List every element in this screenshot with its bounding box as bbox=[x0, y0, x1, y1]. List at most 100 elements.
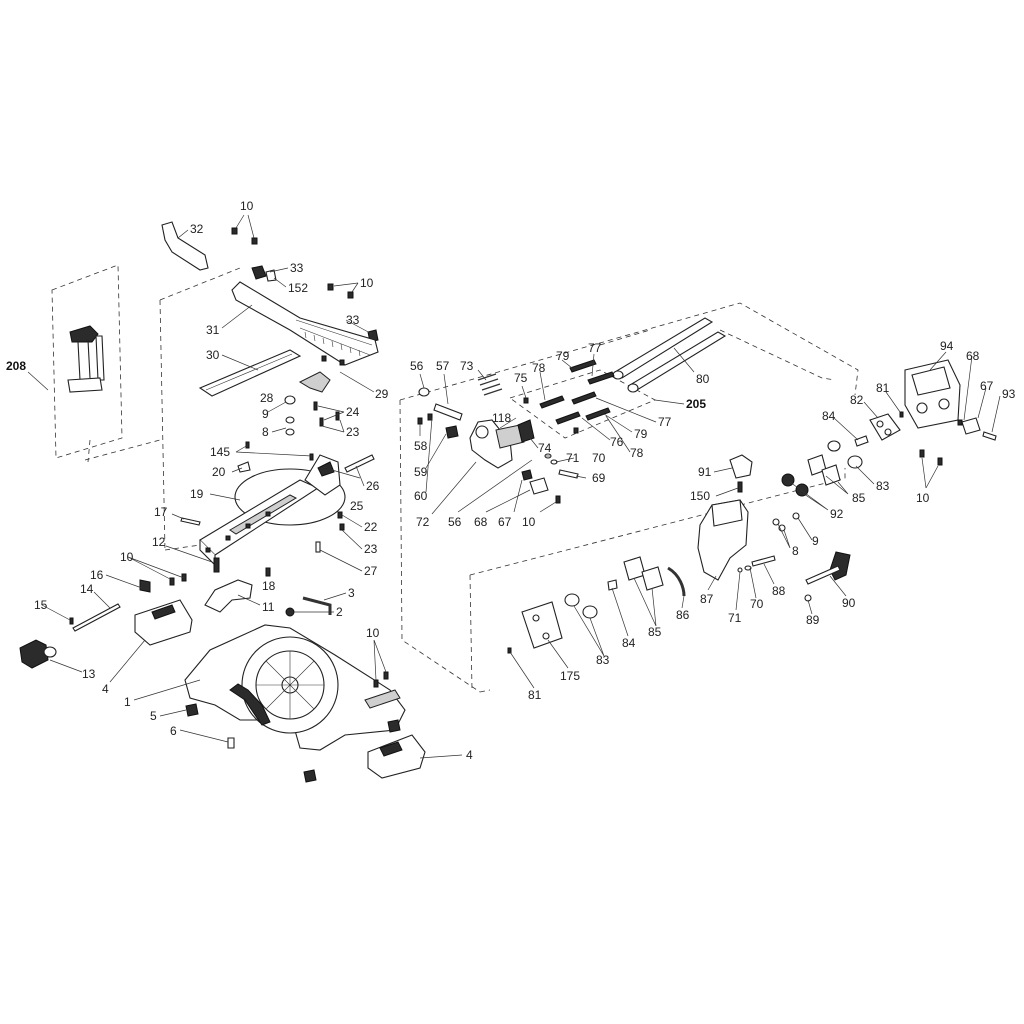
label-16: 16 bbox=[90, 568, 104, 582]
label-152: 152 bbox=[288, 281, 308, 295]
label-77a: 77 bbox=[588, 341, 602, 355]
label-25: 25 bbox=[350, 499, 364, 513]
label-13: 13 bbox=[82, 667, 96, 681]
extension-foot-4-right bbox=[367, 734, 426, 779]
label-23a: 23 bbox=[346, 425, 360, 439]
knob-13 bbox=[19, 639, 49, 669]
label-19: 19 bbox=[190, 487, 204, 501]
extension-foot-4-left bbox=[134, 599, 193, 646]
label-5: 5 bbox=[150, 709, 157, 723]
label-78b: 78 bbox=[630, 446, 644, 460]
label-8b: 8 bbox=[792, 544, 799, 558]
label-4a: 4 bbox=[102, 682, 109, 696]
label-87: 87 bbox=[700, 592, 714, 606]
label-10a: 10 bbox=[240, 199, 254, 213]
fence-rail-30 bbox=[198, 349, 302, 397]
label-28: 28 bbox=[260, 391, 274, 405]
label-85b: 85 bbox=[648, 625, 662, 639]
label-2: 2 bbox=[336, 605, 343, 619]
label-8a: 8 bbox=[262, 425, 269, 439]
label-60: 60 bbox=[414, 489, 428, 503]
label-23b: 23 bbox=[364, 542, 378, 556]
label-73: 73 bbox=[460, 359, 474, 373]
label-150: 150 bbox=[690, 489, 710, 503]
label-67a: 67 bbox=[498, 515, 512, 529]
plate-175 bbox=[521, 601, 563, 649]
label-10c: 10 bbox=[120, 550, 134, 564]
label-70b: 70 bbox=[750, 597, 764, 611]
label-175: 175 bbox=[560, 669, 580, 683]
label-9a: 9 bbox=[262, 407, 269, 421]
label-30: 30 bbox=[206, 348, 220, 362]
part-number-labels: 10 32 33 152 10 33 31 30 29 28 9 8 24 23… bbox=[6, 199, 1016, 762]
label-68a: 68 bbox=[474, 515, 488, 529]
label-78a: 78 bbox=[532, 361, 546, 375]
label-83b: 83 bbox=[596, 653, 610, 667]
label-90: 90 bbox=[842, 596, 856, 610]
label-85a: 85 bbox=[852, 491, 866, 505]
label-89: 89 bbox=[806, 613, 820, 627]
label-118: 118 bbox=[492, 411, 511, 425]
label-32: 32 bbox=[190, 222, 204, 236]
fence-extension-32 bbox=[161, 221, 209, 271]
label-94: 94 bbox=[940, 339, 954, 353]
label-82: 82 bbox=[850, 393, 864, 407]
label-71b: 71 bbox=[728, 611, 742, 625]
label-22: 22 bbox=[364, 520, 378, 534]
label-29: 29 bbox=[375, 387, 389, 401]
label-208: 208 bbox=[6, 359, 26, 373]
label-9b: 9 bbox=[812, 534, 819, 548]
label-76: 76 bbox=[610, 435, 624, 449]
hold-down-clamp-208 bbox=[69, 325, 99, 343]
label-27: 27 bbox=[364, 564, 378, 578]
label-58: 58 bbox=[414, 439, 428, 453]
label-26: 26 bbox=[366, 479, 380, 493]
label-10e: 10 bbox=[522, 515, 536, 529]
label-81b: 81 bbox=[528, 688, 542, 702]
label-93: 93 bbox=[1002, 387, 1016, 401]
label-6: 6 bbox=[170, 724, 177, 738]
label-67b: 67 bbox=[980, 379, 994, 393]
label-14: 14 bbox=[80, 582, 94, 596]
part-shapes bbox=[19, 221, 997, 783]
label-10b: 10 bbox=[360, 276, 374, 290]
label-79a: 79 bbox=[556, 349, 570, 363]
label-3: 3 bbox=[348, 586, 355, 600]
label-75: 75 bbox=[514, 371, 528, 385]
label-71a: 71 bbox=[566, 451, 580, 465]
label-56b: 56 bbox=[448, 515, 462, 529]
label-15: 15 bbox=[34, 598, 48, 612]
label-80: 80 bbox=[696, 372, 710, 386]
label-205: 205 bbox=[686, 397, 706, 411]
label-72: 72 bbox=[416, 515, 430, 529]
label-1: 1 bbox=[124, 695, 131, 709]
label-77b: 77 bbox=[658, 415, 672, 429]
lock-lever-11 bbox=[204, 579, 253, 613]
label-83a: 83 bbox=[876, 479, 890, 493]
label-12: 12 bbox=[152, 535, 166, 549]
label-84a: 84 bbox=[822, 409, 836, 423]
label-10d: 10 bbox=[366, 626, 380, 640]
label-17: 17 bbox=[154, 505, 168, 519]
label-20: 20 bbox=[212, 465, 226, 479]
label-145: 145 bbox=[210, 445, 230, 459]
label-33a: 33 bbox=[290, 261, 304, 275]
label-31: 31 bbox=[206, 323, 220, 337]
label-57: 57 bbox=[436, 359, 450, 373]
label-56a: 56 bbox=[410, 359, 424, 373]
label-10f: 10 bbox=[916, 491, 930, 505]
label-91: 91 bbox=[698, 465, 712, 479]
label-69: 69 bbox=[592, 471, 606, 485]
label-81a: 81 bbox=[876, 381, 890, 395]
label-59: 59 bbox=[414, 465, 428, 479]
label-68b: 68 bbox=[966, 349, 980, 363]
label-11: 11 bbox=[262, 600, 275, 614]
label-24: 24 bbox=[346, 405, 360, 419]
label-74: 74 bbox=[538, 441, 552, 455]
label-86: 86 bbox=[676, 608, 690, 622]
label-4b: 4 bbox=[466, 748, 473, 762]
label-33b: 33 bbox=[346, 313, 360, 327]
label-88: 88 bbox=[772, 584, 786, 598]
leader-lines bbox=[27, 214, 1001, 759]
